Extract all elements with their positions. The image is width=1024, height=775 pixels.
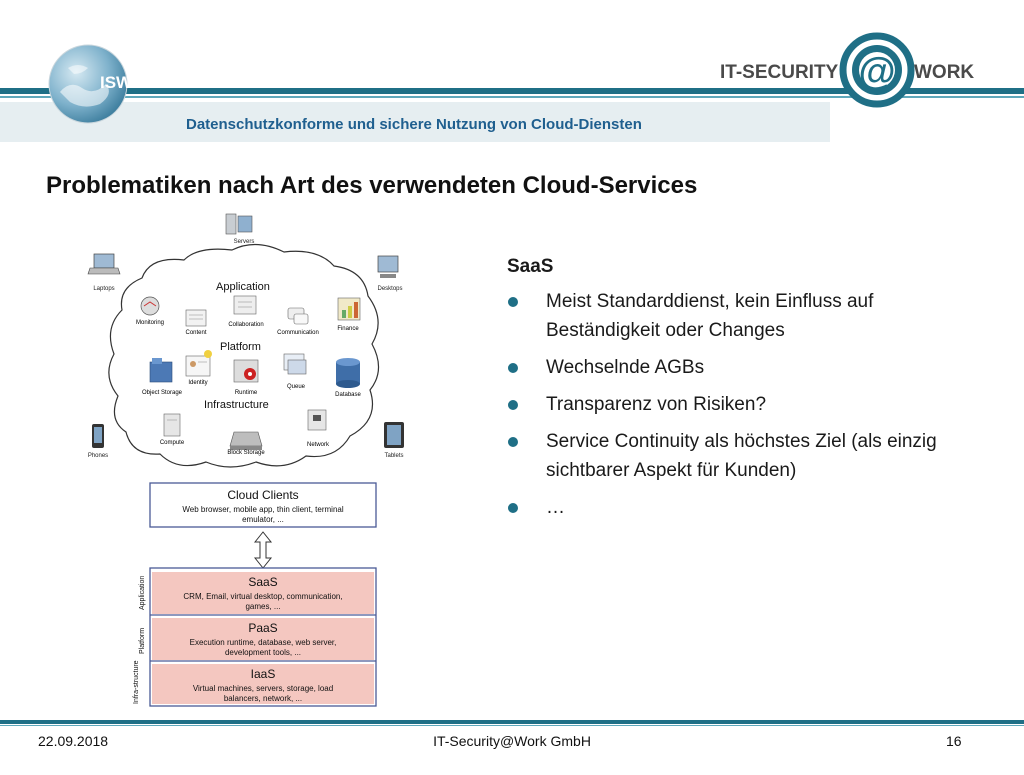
it-security-work-logo: IT-SECURITY @ WORK xyxy=(720,32,974,108)
block-storage-icon xyxy=(229,431,263,450)
database-icon xyxy=(336,358,360,388)
bullet-list: Meist Standarddienst, kein Einfluss auf … xyxy=(508,287,988,530)
iaas-layer xyxy=(152,664,374,704)
item-label-compute: Compute xyxy=(160,440,185,446)
paas-layer xyxy=(152,618,374,660)
section-heading: SaaS xyxy=(507,256,554,277)
layer-label-infrastructure: Infrastructure xyxy=(204,399,269,411)
side-label-platform: Platform xyxy=(139,628,146,654)
item-label-identity: Identity xyxy=(188,380,207,386)
finance-icon xyxy=(337,297,361,321)
slide-title: Problematiken nach Art des verwendeten C… xyxy=(46,172,698,199)
collaboration-icon xyxy=(233,295,257,315)
device-label-phones: Phones xyxy=(88,453,108,459)
object-storage-icon xyxy=(149,358,173,383)
tablet-icon xyxy=(384,422,404,448)
layer-label-application: Application xyxy=(216,281,270,293)
device-label-servers: Servers xyxy=(234,239,255,245)
list-item-text: Wechselnde AGBs xyxy=(546,357,705,378)
iaas-layer-line1: Virtual machines, servers, storage, load xyxy=(193,684,333,693)
iaas-layer-title: IaaS xyxy=(251,667,276,681)
footer-date: 22.09.2018 xyxy=(38,733,109,749)
saas-layer-line2: games, ... xyxy=(245,602,280,611)
list-item-text: … xyxy=(546,497,565,518)
saas-layer xyxy=(152,572,374,614)
header-bar xyxy=(0,88,1024,94)
paas-layer-line1: Execution runtime, database, web server, xyxy=(190,638,337,647)
item-label-object-storage: Object Storage xyxy=(142,390,183,396)
device-label-tablets: Tablets xyxy=(384,453,403,459)
item-label-collaboration: Collaboration xyxy=(228,322,263,328)
list-item: Meist Standarddienst, kein Einfluss auf … xyxy=(508,287,988,345)
queue-icon xyxy=(283,353,307,375)
logo-at-sign: @ xyxy=(858,51,895,93)
footer-bar-thin xyxy=(0,725,1024,726)
item-label-queue: Queue xyxy=(287,384,306,390)
side-label-infrastructure: Infra-structure xyxy=(133,660,140,704)
desktop-icon xyxy=(377,255,399,278)
header-bar-thin xyxy=(0,96,1024,98)
bullet-icon xyxy=(508,437,518,447)
cloud-clients-line2: emulator, ... xyxy=(242,515,284,524)
iaas-layer-line2: balancers, network, ... xyxy=(224,694,302,703)
cloud-computing-diagram: Servers Laptops Desktops Phones Tablets … xyxy=(87,213,404,707)
phone-icon xyxy=(92,424,104,448)
saas-layer-line1: CRM, Email, virtual desktop, communicati… xyxy=(183,592,342,601)
footer-page-number: 16 xyxy=(946,733,962,749)
subtitle-band xyxy=(0,102,830,142)
laptop-icon xyxy=(87,253,121,275)
communication-icon xyxy=(287,307,309,325)
double-arrow-icon xyxy=(253,531,273,569)
footer-bar xyxy=(0,720,1024,724)
list-item-text: Transparenz von Risiken? xyxy=(546,394,767,415)
list-item: Wechselnde AGBs xyxy=(508,353,988,382)
device-label-desktops: Desktops xyxy=(377,286,402,292)
device-label-laptops: Laptops xyxy=(93,286,114,292)
compute-icon xyxy=(163,413,181,437)
side-label-application: Application xyxy=(139,576,146,610)
saas-layer-title: SaaS xyxy=(248,575,277,589)
item-label-monitoring: Monitoring xyxy=(136,320,164,326)
list-item-text: Service Continuity als höchstes Ziel (al… xyxy=(546,431,937,481)
cloud-clients-title: Cloud Clients xyxy=(227,488,298,502)
bullet-icon xyxy=(508,503,518,513)
servers-icon xyxy=(225,213,253,235)
item-label-block-storage: Block Storage xyxy=(227,450,265,456)
network-icon xyxy=(307,409,327,431)
footer-company: IT-Security@Work GmbH xyxy=(433,733,591,749)
identity-icon xyxy=(185,350,212,377)
layer-label-platform: Platform xyxy=(220,341,261,353)
cloud-clients-box xyxy=(149,482,377,528)
content-icon xyxy=(185,309,207,327)
runtime-icon xyxy=(233,359,259,383)
bullet-icon xyxy=(508,297,518,307)
item-label-finance: Finance xyxy=(337,326,359,332)
logo-text-right: WORK xyxy=(914,62,974,83)
list-item: Service Continuity als höchstes Ziel (al… xyxy=(508,427,988,485)
list-item: … xyxy=(508,493,988,522)
item-label-content: Content xyxy=(185,330,206,336)
list-item-text: Meist Standarddienst, kein Einfluss auf … xyxy=(546,291,874,341)
bullet-icon xyxy=(508,400,518,410)
item-label-database: Database xyxy=(335,392,361,398)
monitoring-icon xyxy=(140,296,160,316)
logo-text-left: IT-SECURITY xyxy=(720,62,839,83)
isw-logo: ISW xyxy=(48,44,128,124)
list-item: Transparenz von Risiken? xyxy=(508,390,988,419)
paas-layer-line2: development tools, ... xyxy=(225,648,301,657)
paas-layer-title: PaaS xyxy=(248,621,277,635)
bullet-icon xyxy=(508,363,518,373)
cloud-clients-line1: Web browser, mobile app, thin client, te… xyxy=(182,505,343,514)
isw-logo-text: ISW xyxy=(100,73,128,92)
presentation-subtitle: Datenschutzkonforme und sichere Nutzung … xyxy=(186,116,642,133)
item-label-runtime: Runtime xyxy=(235,390,258,396)
item-label-communication: Communication xyxy=(277,330,319,336)
item-label-network: Network xyxy=(307,442,330,448)
